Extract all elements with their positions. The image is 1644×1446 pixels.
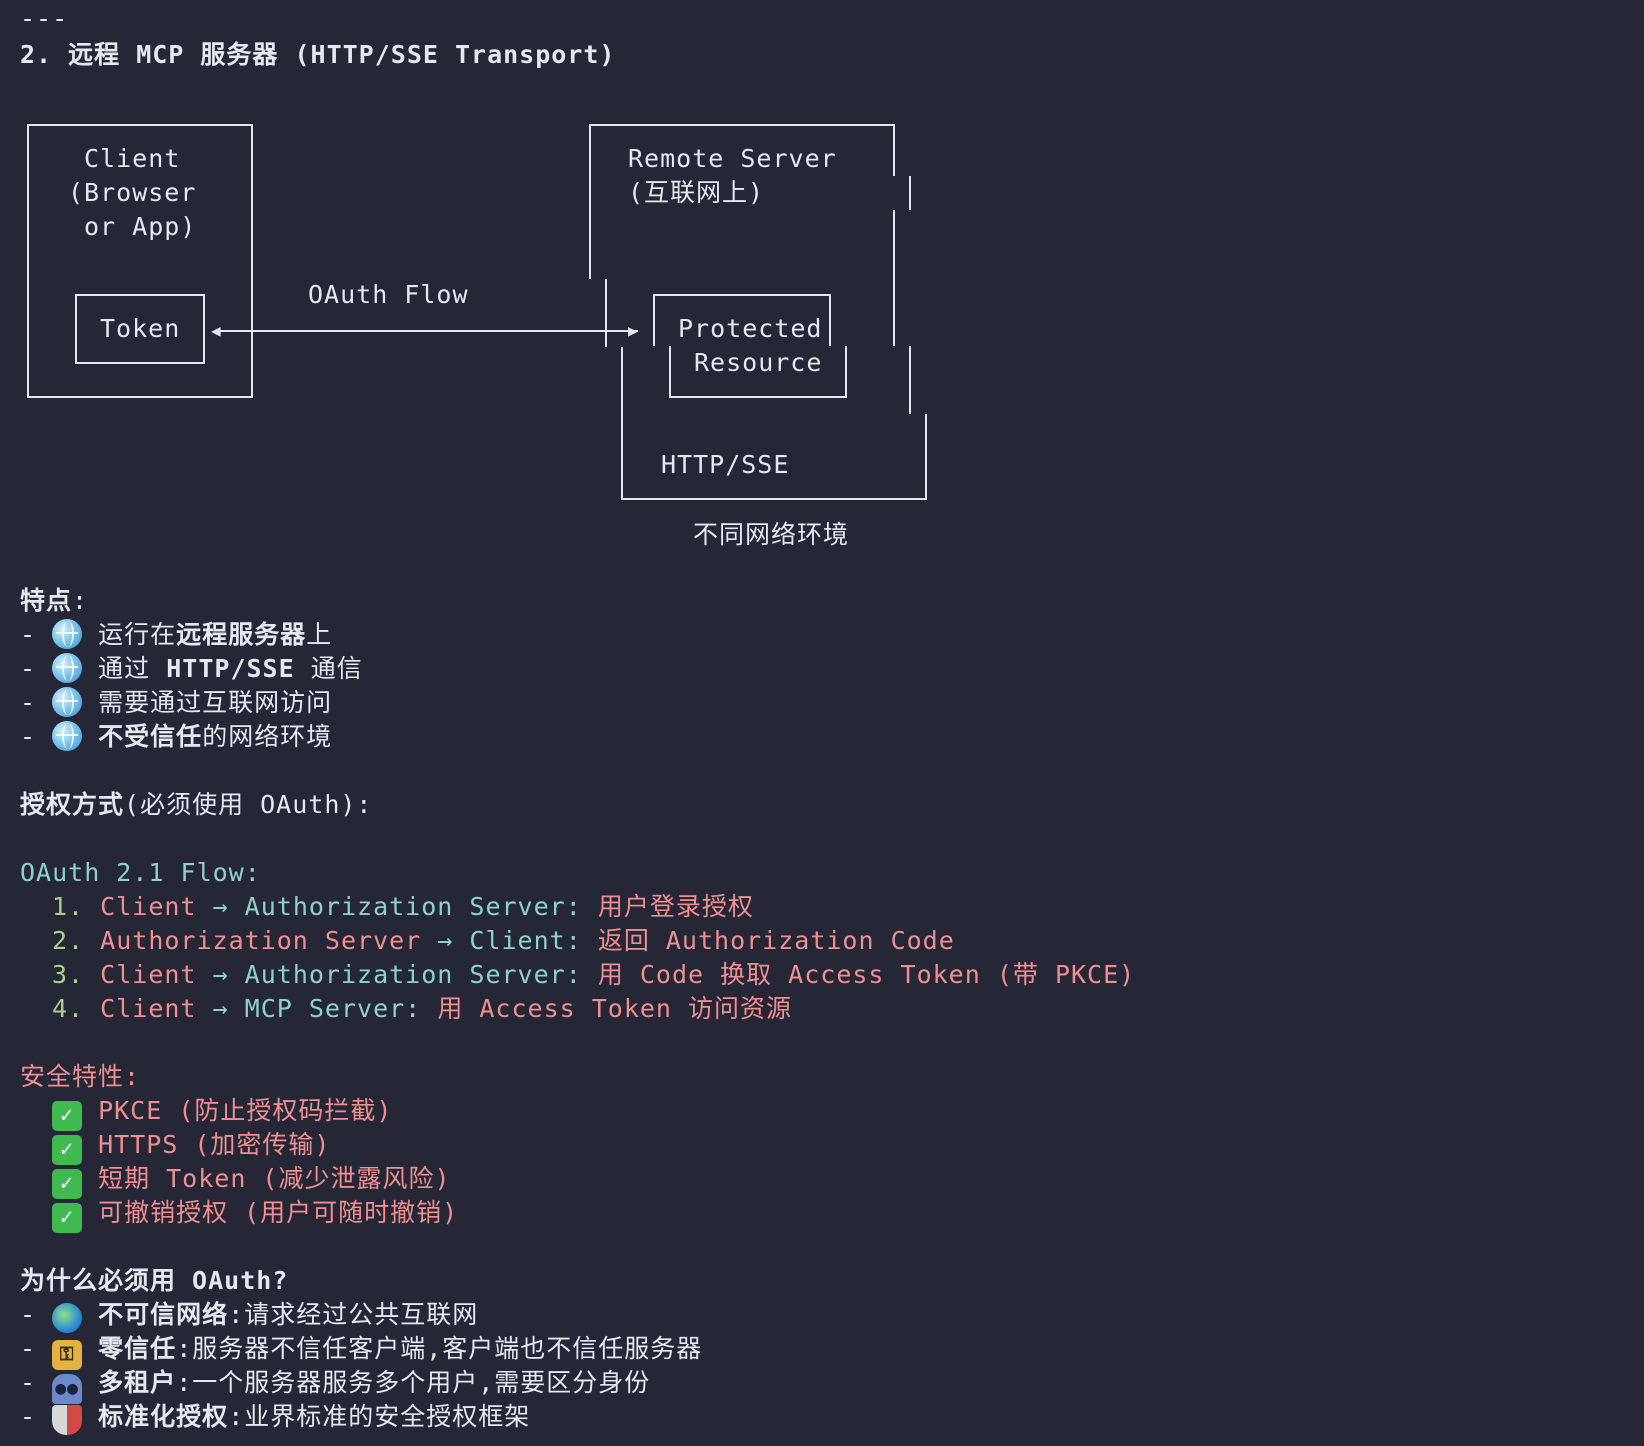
check-mark-icon: ✓ (52, 1203, 82, 1233)
protected-box-right-b (845, 346, 847, 398)
feature-item: - 运行在远程服务器上 (20, 619, 333, 649)
remote-box-right-d (909, 346, 911, 414)
why-item: - ⚿ 零信任:服务器不信任客户端,客户端也不信任服务器 (20, 1332, 702, 1370)
protected-label-line2: Resource (694, 348, 823, 377)
people-icon: ●● (52, 1374, 83, 1404)
oauth-flow-arrow-line (218, 330, 638, 332)
flow-step: 1. Client → Authorization Server: 用户登录授权 (52, 892, 754, 921)
client-label-line3: or App) (84, 212, 197, 241)
security-item: ✓ 可撤销授权 (用户可随时撤销) (52, 1196, 458, 1233)
flow-step: 4. Client → MCP Server: 用 Access Token 访… (52, 994, 793, 1023)
remote-box-right-a (893, 124, 895, 176)
check-mark-icon: ✓ (52, 1169, 82, 1199)
flow-step: 2. Authorization Server → Client: 返回 Aut… (52, 926, 955, 955)
client-label-line1: Client (84, 144, 181, 173)
protected-box-left-a (653, 294, 655, 346)
security-heading: 安全特性: (20, 1062, 141, 1091)
feature-item: - 需要通过互联网访问 (20, 687, 333, 717)
diagram-caption: 不同网络环境 (693, 520, 850, 549)
auth-heading: 授权方式(必须使用 OAuth): (20, 790, 373, 819)
client-label-line2: (Browser (68, 178, 197, 207)
remote-box-right-c (893, 210, 895, 346)
globe-icon (52, 619, 83, 649)
divider: --- (20, 4, 69, 33)
check-mark-icon: ✓ (52, 1101, 82, 1131)
arrow-left-icon: ◀ (211, 321, 222, 340)
flow-step: 3. Client → Authorization Server: 用 Code… (52, 960, 1136, 989)
token-label: Token (100, 314, 181, 343)
remote-box-left-upper (589, 124, 591, 279)
why-item: - ■ 标准化授权:业界标准的安全授权框架 (20, 1400, 530, 1435)
remote-label-line2: (互联网上) (628, 178, 765, 207)
protected-label-line1: Protected (678, 314, 823, 343)
protected-box-left-b (669, 346, 671, 398)
remote-box-top (589, 124, 895, 126)
feature-item: - 通过 HTTP/SSE 通信 (20, 653, 363, 683)
arrow-right-icon: ▶ (628, 321, 639, 340)
shield-icon: ■ (52, 1405, 83, 1435)
section-title: 2. 远程 MCP 服务器 (HTTP/SSE Transport) (20, 40, 616, 69)
protected-box-top (653, 294, 831, 296)
security-item: ✓ 短期 Token (减少泄露风险) (52, 1162, 451, 1199)
globe-icon (52, 653, 83, 683)
why-item: - ●● 多租户:一个服务器服务多个用户,需要区分身份 (20, 1366, 650, 1404)
feature-item: - 不受信任的网络环境 (20, 721, 333, 751)
protected-box-right-a (829, 294, 831, 346)
security-item: ✓ HTTPS (加密传输) (52, 1128, 330, 1165)
check-mark-icon: ✓ (52, 1135, 82, 1165)
features-heading: 特点: (20, 586, 89, 615)
remote-label-line1: Remote Server (628, 144, 837, 173)
token-box (75, 294, 205, 364)
globe-icon (52, 721, 83, 751)
why-heading: 为什么必须用 OAuth? (20, 1266, 289, 1295)
remote-box-left-mid (605, 279, 607, 347)
remote-box-right-b (909, 176, 911, 210)
lock-key-icon: ⚿ (52, 1340, 83, 1370)
remote-box-left-lower (621, 347, 623, 500)
http-sse-label: HTTP/SSE (661, 450, 790, 479)
remote-box-right-e (925, 414, 927, 500)
protected-box-bottom (669, 396, 847, 398)
oauth-flow-label: OAuth Flow (308, 280, 469, 309)
why-item: - ● 不可信网络:请求经过公共互联网 (20, 1298, 478, 1333)
globe-icon (52, 687, 83, 717)
remote-box-bottom (621, 498, 927, 500)
security-item: ✓ PKCE (防止授权码拦截) (52, 1094, 392, 1131)
flow-heading: OAuth 2.1 Flow: (20, 858, 261, 887)
earth-globe-icon: ● (52, 1303, 83, 1333)
client-box (27, 124, 253, 398)
